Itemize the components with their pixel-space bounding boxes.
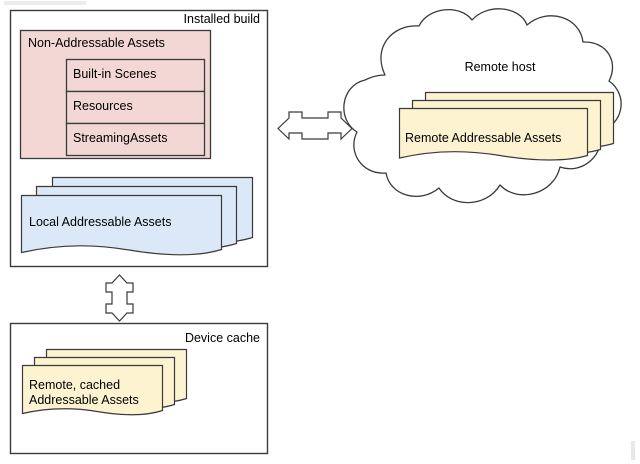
streaming-assets-box[interactable]: [65, 122, 206, 157]
build-to-remote-host-arrow[interactable]: [277, 111, 353, 141]
remote-cached-addressable-assets-stack[interactable]: [21, 348, 188, 416]
horizontal-double-arrow-shape[interactable]: [277, 111, 353, 141]
streaming-assets-label: StreamingAssets: [73, 131, 168, 145]
local-addressable-assets-stack[interactable]: [20, 176, 254, 256]
remote-assets-sheet-front[interactable]: [398, 107, 589, 161]
remote-addressable-assets-label: Remote Addressable Assets: [405, 131, 562, 145]
resources-label: Resources: [73, 99, 133, 113]
remote-host-label: Remote host: [464, 60, 536, 74]
remote-addressable-assets-stack[interactable]: [398, 91, 615, 161]
installed-build-label: Installed build: [183, 12, 260, 26]
built-in-scenes-label: Built-in Scenes: [73, 67, 157, 81]
window-scrollbar-top[interactable]: [4, 1, 86, 5]
local-assets-sheet-front[interactable]: [20, 194, 223, 256]
local-addressable-assets-label: Local Addressable Assets: [29, 215, 172, 229]
remote-cached-assets-label-line1: Remote, cached: [29, 378, 121, 392]
non-addressable-assets-group[interactable]: [19, 29, 212, 160]
vertical-double-arrow-shape[interactable]: [105, 274, 134, 322]
device-cache-label: Device cache: [184, 331, 260, 345]
remote-cached-assets-label-line2: Addressable Assets: [29, 393, 139, 407]
resources-box[interactable]: [65, 90, 206, 125]
cached-assets-sheet-front[interactable]: [21, 364, 164, 416]
non-addressable-assets-label: Non-Addressable Assets: [28, 36, 165, 50]
window-scrollbar-right[interactable]: [631, 441, 635, 460]
build-to-device-cache-arrow[interactable]: [105, 274, 134, 322]
